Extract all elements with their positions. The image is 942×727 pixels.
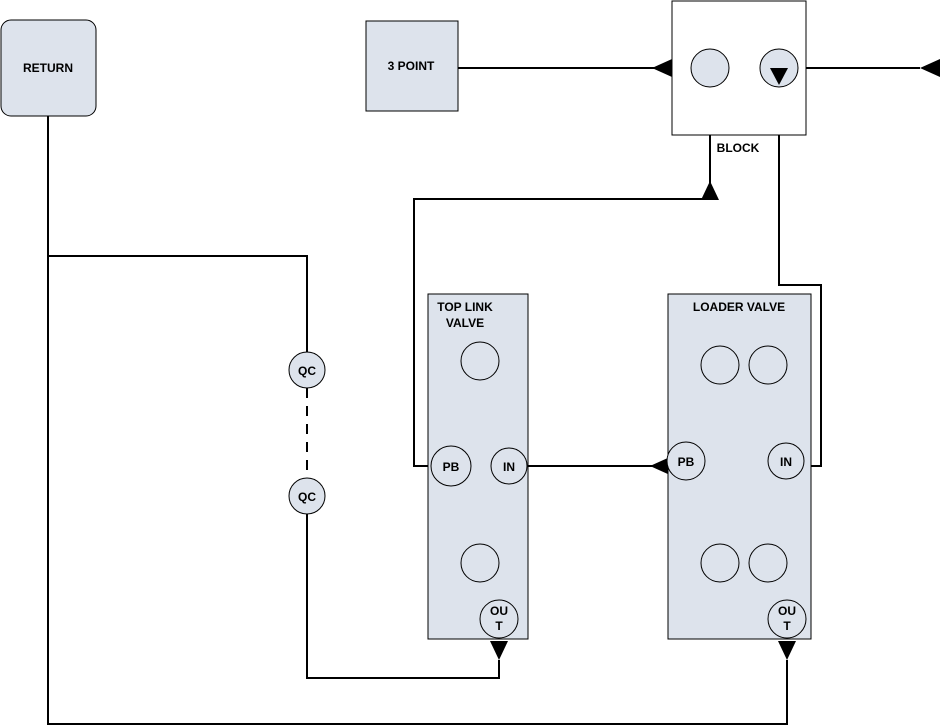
- top-link-valve-lower-port: [460, 543, 500, 583]
- loader-valve-node: LOADER VALVE PB IN OU T: [666, 293, 812, 640]
- loader-valve-title: LOADER VALVE: [693, 300, 785, 314]
- loader-valve-out-label-line1: OU: [778, 604, 796, 618]
- qc-upper-circle: [288, 351, 326, 389]
- top-link-valve-out-port: [479, 599, 519, 639]
- top-link-valve-in-label: IN: [503, 460, 515, 474]
- loader-valve-pb-port: [666, 441, 706, 481]
- qc-lower-node: QC: [288, 477, 326, 515]
- top-link-valve-out-label-line2: T: [495, 619, 503, 633]
- top-link-valve-title-line1: TOP LINK: [437, 300, 493, 314]
- top-link-valve-upper-port: [460, 341, 500, 381]
- arrow-into-block-left: [652, 59, 672, 77]
- loader-valve-port-bottom-left: [700, 543, 740, 583]
- return-box: [0, 19, 97, 117]
- block-port-right-arrow-icon: [770, 68, 788, 85]
- loader-valve-port-bottom-right: [748, 543, 788, 583]
- return-main-line: [47, 116, 788, 725]
- three-point-label: 3 POINT: [388, 59, 435, 73]
- top-link-valve-pb-port: [430, 445, 472, 487]
- qc-upper-node: QC: [288, 351, 326, 389]
- return-label: RETURN: [23, 61, 73, 75]
- arrow-outlet-right: [920, 59, 940, 77]
- top-link-valve-out-label-line1: OU: [490, 604, 508, 618]
- three-point-node: 3 POINT: [365, 20, 459, 112]
- top-link-valve-node: TOP LINK VALVE PB IN OU T: [427, 293, 529, 640]
- loader-valve-out-port: [767, 599, 807, 639]
- loader-valve-in-port: [767, 442, 805, 480]
- arrowheads: [490, 59, 940, 660]
- toplink-pb-to-block-line: [413, 78, 711, 467]
- return-qc-branch-line: [48, 255, 308, 352]
- three-point-box: [365, 20, 459, 112]
- arrow-into-loader-pb: [650, 457, 670, 475]
- loader-valve-in-label: IN: [780, 455, 792, 469]
- top-link-valve-title-line2: VALVE: [446, 316, 484, 330]
- arrow-toplink-out: [490, 641, 508, 660]
- qc-lower-circle: [288, 477, 326, 515]
- loader-valve-port-top-right: [748, 345, 788, 385]
- block-node: BLOCK: [671, 0, 807, 155]
- loader-valve-port-top-left: [700, 345, 740, 385]
- arrow-up-to-block-port: [701, 181, 719, 200]
- top-link-valve-in-port: [490, 447, 528, 485]
- block-label: BLOCK: [717, 141, 760, 155]
- return-node: RETURN: [0, 19, 97, 117]
- top-link-valve-pb-label: PB: [443, 460, 460, 474]
- arrow-loader-out: [778, 641, 796, 660]
- qc-lower-label: QC: [298, 490, 316, 504]
- block-port-left: [690, 48, 730, 88]
- qc-to-toplink-out-line: [306, 514, 500, 679]
- connections: [47, 67, 920, 725]
- loader-valve-out-label-line2: T: [783, 619, 791, 633]
- loader-in-to-block-line: [778, 80, 822, 467]
- loader-valve-pb-label: PB: [678, 455, 695, 469]
- qc-upper-label: QC: [298, 364, 316, 378]
